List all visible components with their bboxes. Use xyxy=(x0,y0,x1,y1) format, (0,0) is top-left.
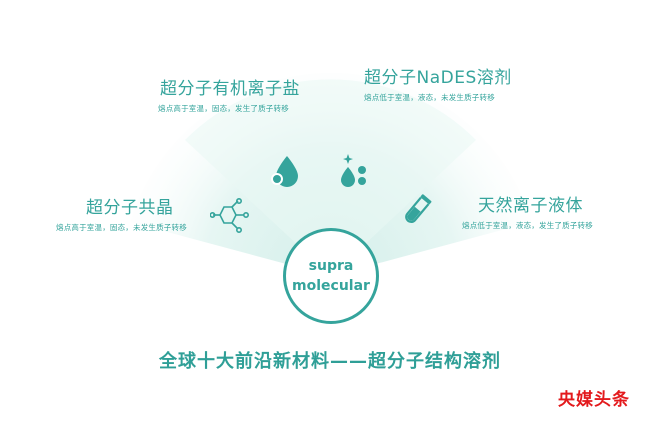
item-nades-title: 超分子NaDES溶剂 xyxy=(364,68,512,88)
center-label-line1: supra xyxy=(308,258,354,274)
item-organic-salt-title: 超分子有机离子盐 xyxy=(160,79,300,99)
molecule-network-icon xyxy=(210,198,249,233)
item-organic-salt-desc: 熔点高于室温，固态，发生了质子转移 xyxy=(158,104,289,113)
item-cocrystal-desc: 熔点高于室温，固态，未发生质子转移 xyxy=(56,223,187,232)
item-cocrystal: 超分子共晶 熔点高于室温，固态，未发生质子转移 xyxy=(56,193,187,233)
item-natural-ionic-liquid-desc: 熔点低于室温，液态，发生了质子转移 xyxy=(462,221,593,230)
item-natural-ionic-liquid-title: 天然离子液体 xyxy=(478,196,583,216)
item-organic-salt: 超分子有机离子盐 熔点高于室温，固态，发生了质子转移 xyxy=(158,74,300,114)
item-cocrystal-title: 超分子共晶 xyxy=(86,198,174,218)
center-circle: supra molecular xyxy=(283,228,379,324)
item-natural-ionic-liquid: 天然离子液体 熔点低于室温，液态，发生了质子转移 xyxy=(462,191,593,231)
center-label-line2: molecular xyxy=(292,278,370,294)
item-nades: 超分子NaDES溶剂 熔点低于室温，液态，未发生质子转移 xyxy=(364,63,512,103)
droplet-icon xyxy=(271,156,298,187)
item-nades-desc: 熔点低于室温，液态，未发生质子转移 xyxy=(364,93,495,102)
sparkle-drops-icon xyxy=(341,154,366,187)
watermark-logo: 央媒头条 xyxy=(558,390,630,410)
test-tube-icon xyxy=(405,194,432,223)
headline: 全球十大前沿新材料——超分子结构溶剂 xyxy=(159,351,501,372)
